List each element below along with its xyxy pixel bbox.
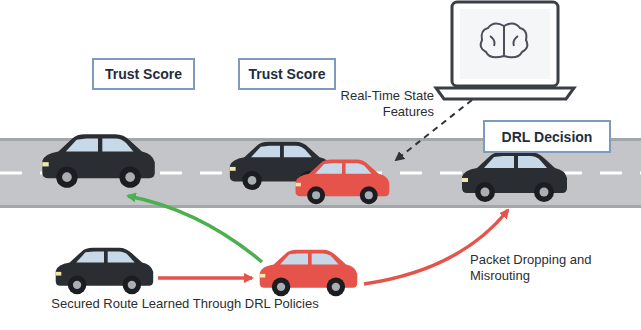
trust-box: Trust Score (92, 58, 195, 90)
trust-box: Trust Score (238, 58, 336, 90)
box-label: DRL Decision (502, 129, 593, 145)
annotation-label: Secured Route Learned Through DRL Polici… (40, 296, 330, 312)
road-edge (0, 205, 641, 208)
malicious-vehicle (260, 250, 358, 296)
box-label: Trust Score (248, 66, 325, 82)
annotation-label: Packet Dropping and Misrouting (470, 252, 630, 284)
laptop-icon (436, 2, 574, 99)
forward-arrow (158, 276, 252, 280)
box-label: Trust Score (105, 66, 182, 82)
trust-box: DRL Decision (483, 120, 611, 153)
secure-route-arrow (128, 196, 262, 262)
vehicle (462, 152, 567, 202)
vehicle (56, 248, 154, 294)
vehicle (42, 134, 154, 188)
brain-icon (481, 23, 528, 57)
malicious-vehicle (296, 160, 390, 205)
annotation-label: Real-Time State Features (330, 88, 434, 120)
